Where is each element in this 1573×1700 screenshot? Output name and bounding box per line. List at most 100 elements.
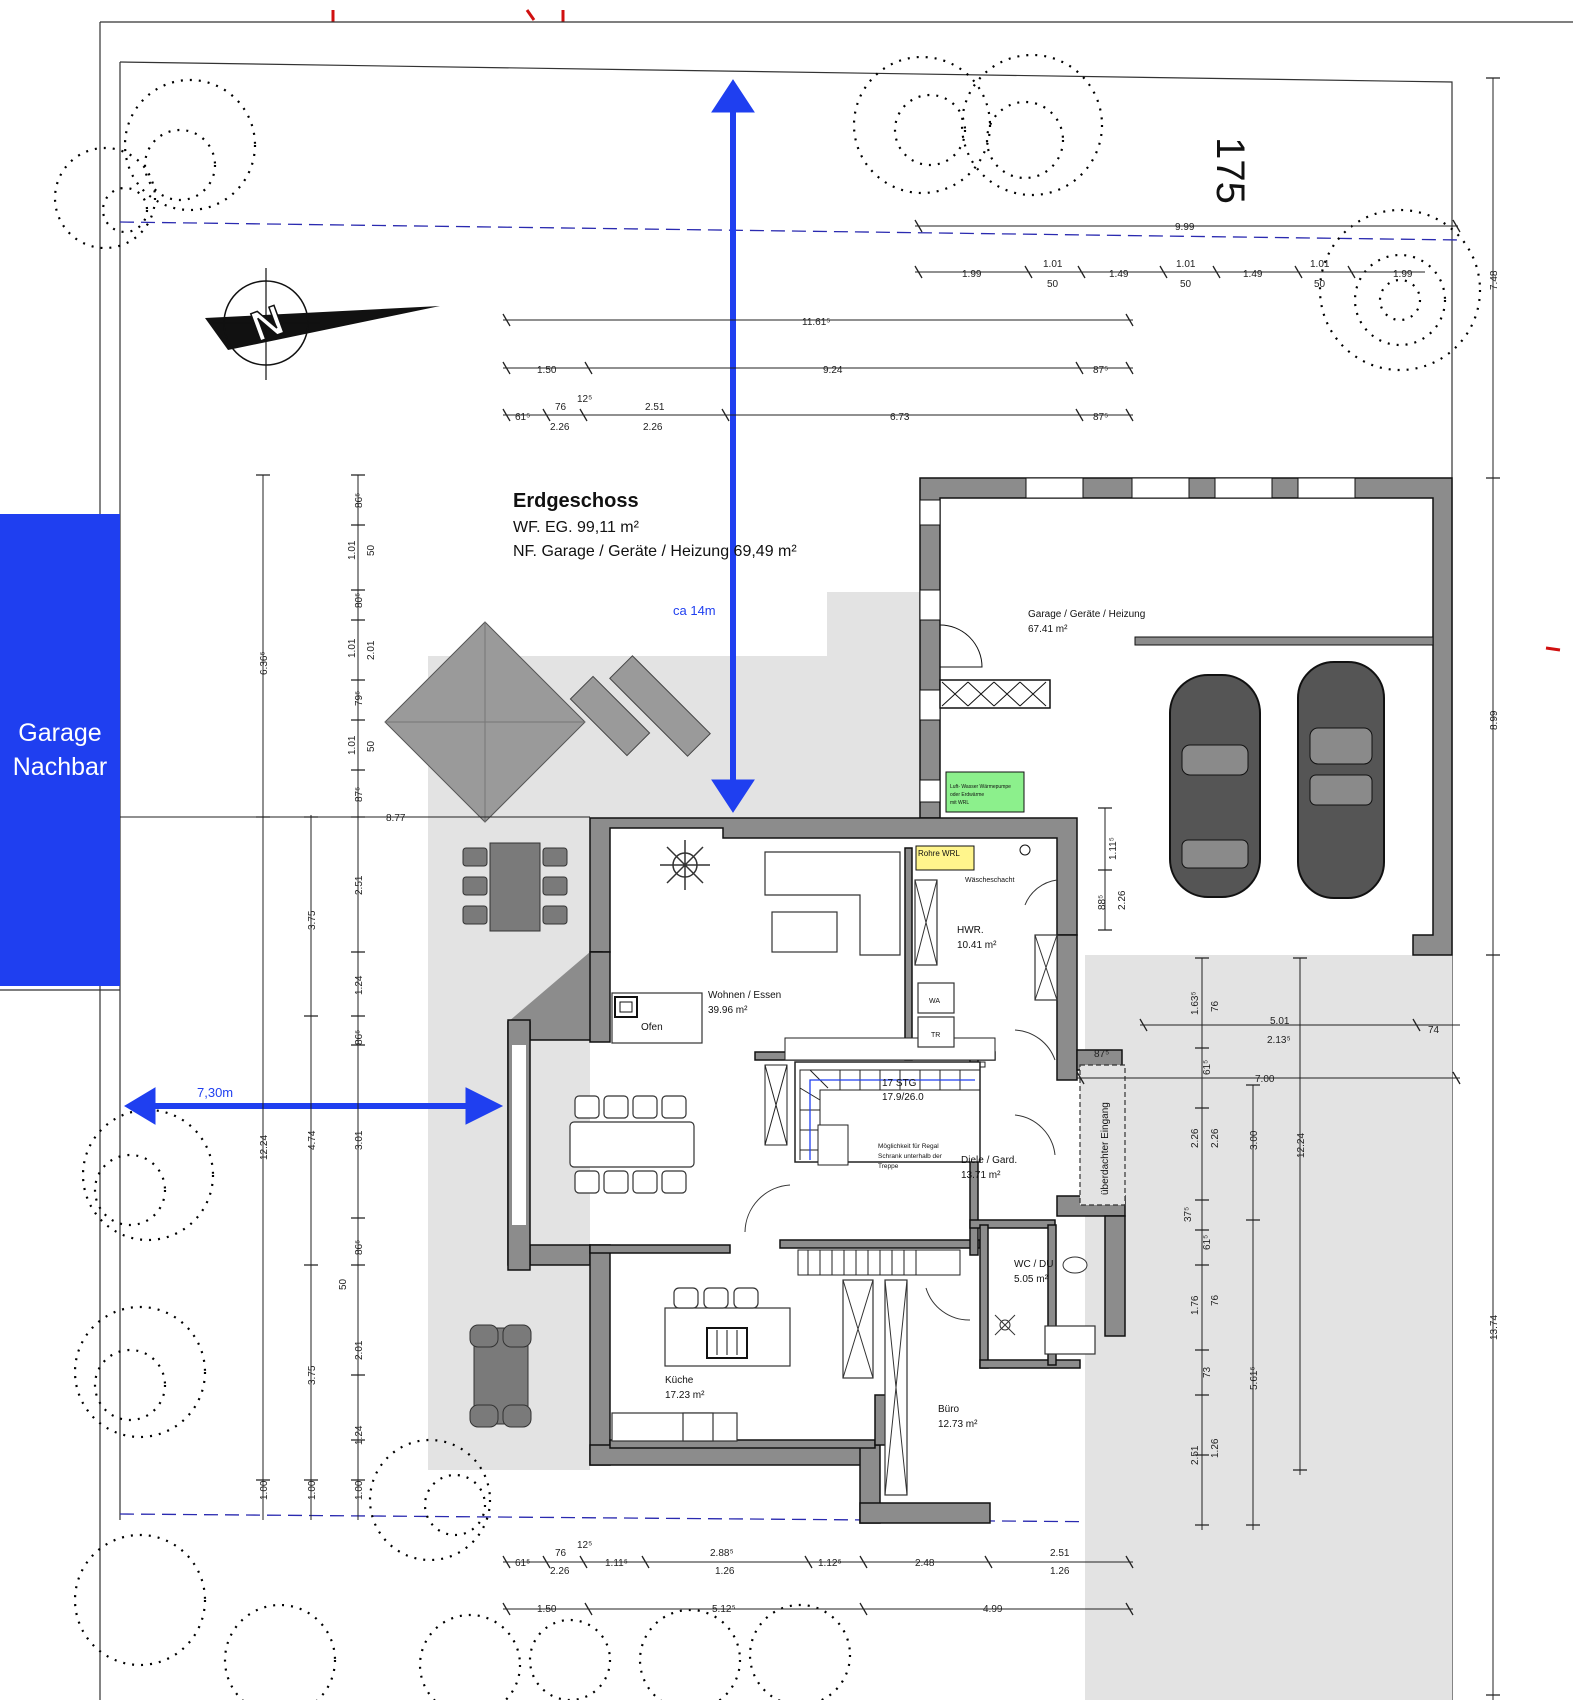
dim-label: 1.24 xyxy=(354,1425,365,1445)
room-name: HWR. xyxy=(957,925,984,936)
red-marks xyxy=(331,9,1561,652)
dim-label: 87⁵ xyxy=(1094,1049,1109,1060)
dim-label: 3.01 xyxy=(354,1130,365,1150)
outdoor-lounge xyxy=(469,1324,532,1428)
room-area: 5.05 m² xyxy=(1014,1274,1049,1285)
patio-furniture xyxy=(384,621,711,823)
entrance-label: überdachter Eingang xyxy=(1100,1102,1111,1195)
dim-label: 1.49 xyxy=(1109,269,1129,280)
laundry-chute-label: Wäscheschacht xyxy=(965,877,1014,884)
dim-label: 8.77 xyxy=(386,813,406,824)
dim-label: 61⁵ xyxy=(1202,1235,1213,1250)
room-area: 13.71 m² xyxy=(961,1170,1001,1181)
dim-label: 1.01 xyxy=(1310,259,1330,270)
dim-label: 13.74 xyxy=(1489,1315,1500,1340)
dim-label: 61⁵ xyxy=(1202,1060,1213,1075)
outdoor-dining-table xyxy=(462,842,568,932)
dim-label: 3.75 xyxy=(307,1365,318,1385)
dim-label: 1.00 xyxy=(307,1480,318,1500)
pipes-label: Rohre WRL xyxy=(918,849,960,858)
dim-label: 1.11⁵ xyxy=(1108,837,1119,860)
dim-label: 2.26 xyxy=(1210,1128,1221,1148)
dim-label: 1.01 xyxy=(347,638,358,658)
dim-label: 74 xyxy=(1428,1025,1440,1036)
tree-icon xyxy=(1318,208,1482,372)
kitchen-furniture xyxy=(611,1279,908,1496)
dimension-labels: 9.99 1.99 1.01 50 1.49 1.01 50 1.49 1.01… xyxy=(259,222,1500,1615)
dim-label: 2.51 xyxy=(1190,1445,1201,1465)
north-arrow-icon: N xyxy=(205,268,440,380)
dim-label: 9.24 xyxy=(823,365,843,376)
stairs-label: 17.9/26.0 xyxy=(882,1092,924,1103)
shelf-note: Möglichkeit für Regal xyxy=(878,1143,939,1150)
distance-top-label: ca 14m xyxy=(673,603,716,618)
dim-label: 76 xyxy=(1210,1000,1221,1012)
living-furniture xyxy=(569,840,901,1194)
tree-icons xyxy=(53,53,1482,1700)
dim-label: 37⁵ xyxy=(1183,1207,1194,1222)
staircase xyxy=(764,1037,996,1276)
dim-label: 86⁵ xyxy=(354,493,365,508)
distance-left-label: 7,30m xyxy=(197,1085,233,1100)
dim-label: 2.51 xyxy=(645,402,665,413)
dim-label: 2.88⁵ xyxy=(710,1548,734,1559)
dim-label: 76 xyxy=(555,402,567,413)
dim-label: 79⁵ xyxy=(354,691,365,706)
dim-label: 1.12⁵ xyxy=(818,1558,842,1569)
dim-label: 2.01 xyxy=(354,1340,365,1360)
shelf-note: Schrank unterhalb der xyxy=(878,1153,943,1160)
dim-label: 76 xyxy=(555,1548,567,1559)
dim-label: 1.49 xyxy=(1243,269,1263,280)
dim-label: 80⁵ xyxy=(354,593,365,608)
tree-icon xyxy=(81,1108,215,1242)
room-area: 10.41 m² xyxy=(957,940,997,951)
heatpump-label: mit WRL xyxy=(950,800,969,806)
dim-label: 5.12⁵ xyxy=(712,1604,736,1615)
dim-label: 86⁵ xyxy=(354,1240,365,1255)
dimension-lines xyxy=(120,77,1500,1700)
dim-label: 50 xyxy=(1180,279,1192,290)
car-icon xyxy=(1297,661,1385,899)
dim-label: 87⁵ xyxy=(1093,365,1108,376)
dim-label: 1.26 xyxy=(1050,1566,1070,1577)
dim-label: 2.51 xyxy=(1050,1548,1070,1559)
dim-label: 87⁵ xyxy=(1093,412,1108,423)
dim-label: 1.01 xyxy=(347,735,358,755)
car-icon xyxy=(1169,674,1261,898)
dim-label: 61⁵ xyxy=(515,1558,530,1569)
setback-lines xyxy=(119,221,1461,1523)
dim-label: 50 xyxy=(366,544,377,556)
washer-label: WA xyxy=(929,998,940,1005)
dim-label: 4.74 xyxy=(307,1130,318,1150)
room-name: Garage / Geräte / Heizung xyxy=(1028,609,1145,620)
dim-label: 1.63⁵ xyxy=(1190,991,1201,1015)
dim-label: 1.00 xyxy=(354,1480,365,1500)
dryer-label: TR xyxy=(931,1032,940,1039)
dim-label: 2.26 xyxy=(550,422,570,433)
neighbor-label: Garage xyxy=(18,719,102,747)
dim-label: 6.73 xyxy=(890,412,910,423)
dim-label: 1.99 xyxy=(962,269,982,280)
tree-icon xyxy=(852,53,1104,197)
distance-arrows xyxy=(124,79,755,1125)
dim-label: 86⁵ xyxy=(354,1030,365,1045)
tree-icon xyxy=(73,1305,207,1439)
neighbor-garage: Garage Nachbar xyxy=(0,514,120,986)
room-area: 12.73 m² xyxy=(938,1419,978,1430)
shelf-note: Treppe xyxy=(878,1163,899,1170)
dim-label: 9.99 xyxy=(1175,222,1195,233)
plan-title-block: Erdgeschoss WF. EG. 99,11 m² NF. Garage … xyxy=(513,490,797,561)
dim-label: 88⁵ xyxy=(1097,895,1108,910)
heatpump-label: Luft- Wasser Wärmepumpe xyxy=(950,784,1011,790)
bathroom-fixtures xyxy=(994,1256,1096,1355)
dim-label: 7.00 xyxy=(1255,1074,1275,1085)
dim-label: 73 xyxy=(1202,1366,1213,1378)
house-walls xyxy=(507,817,1126,1524)
tree-icon xyxy=(73,1533,852,1700)
plan-title: Erdgeschoss xyxy=(513,490,639,512)
dim-label: 11.61⁵ xyxy=(802,317,830,328)
room-area: 39.96 m² xyxy=(708,1005,748,1016)
dim-label: 6.36⁵ xyxy=(259,651,270,675)
dim-label: 7.48 xyxy=(1489,270,1500,290)
